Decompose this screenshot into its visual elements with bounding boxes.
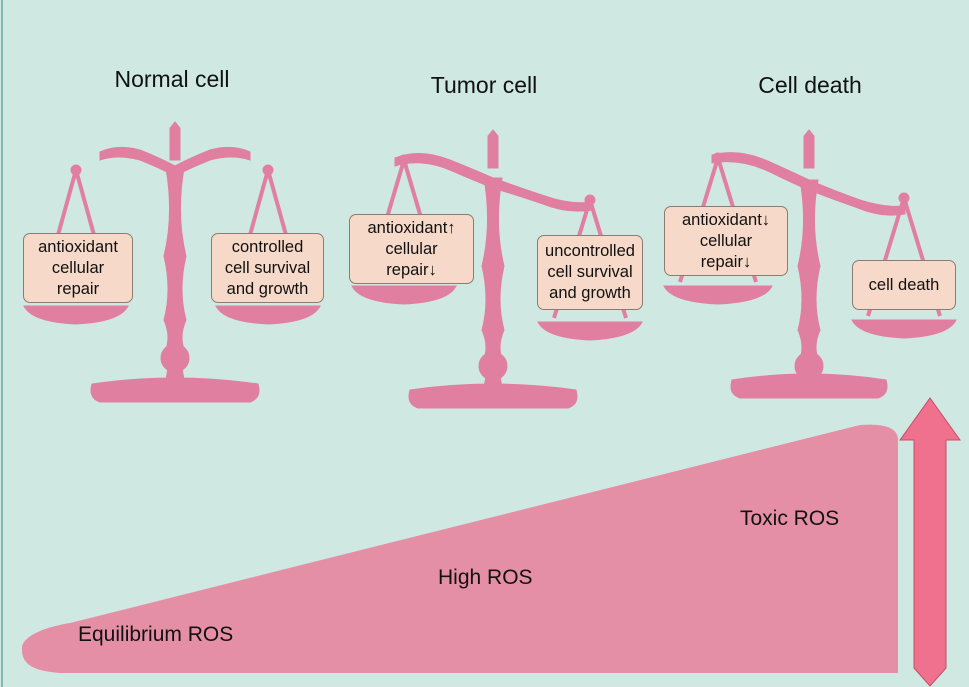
box-line: uncontrolled: [545, 242, 635, 260]
box-line: antioxidant: [38, 237, 118, 256]
panel-title-normal-cell: Normal cell: [114, 66, 230, 92]
box-line: repair: [56, 279, 100, 298]
box-line: and growth: [226, 279, 309, 298]
balance-scale-icon: [351, 129, 643, 409]
ros-wedge: [21, 424, 898, 673]
box-line: antioxidant↑: [367, 218, 456, 237]
panel-title-cell-death: Cell death: [758, 72, 862, 98]
death-left-pan-label: antioxidant↓ cellular repair↓: [664, 206, 788, 276]
box-line: cellular: [699, 231, 753, 250]
tumor-right-pan-label: uncontrolled cell survival and growth: [537, 235, 643, 310]
box-line: cellular: [385, 239, 438, 258]
box-line: cell death: [868, 275, 940, 294]
tumor-left-pan-label: antioxidant↑ cellular repair↓: [349, 214, 474, 284]
ros-label-equilibrium: Equilibrium ROS: [78, 623, 234, 646]
ros-label-toxic: Toxic ROS: [740, 507, 840, 530]
box-line: repair↓: [700, 252, 752, 271]
box-line: repair↓: [386, 260, 437, 279]
box-line: cell survival: [224, 258, 311, 277]
ros-label-high: High ROS: [438, 566, 533, 589]
normal-right-pan-label: controlled cell survival and growth: [211, 233, 324, 303]
box-line: cellular: [51, 258, 105, 277]
panel-title-tumor-cell: Tumor cell: [430, 72, 538, 98]
box-line: antioxidant↓: [681, 210, 771, 229]
box-line: and growth: [549, 284, 631, 302]
box-line: controlled: [231, 237, 304, 256]
death-right-pan-label: cell death: [852, 260, 956, 310]
box-line: cell survival: [547, 263, 633, 281]
up-arrow-icon: [899, 397, 961, 687]
normal-left-pan-label: antioxidant cellular repair: [23, 233, 133, 303]
